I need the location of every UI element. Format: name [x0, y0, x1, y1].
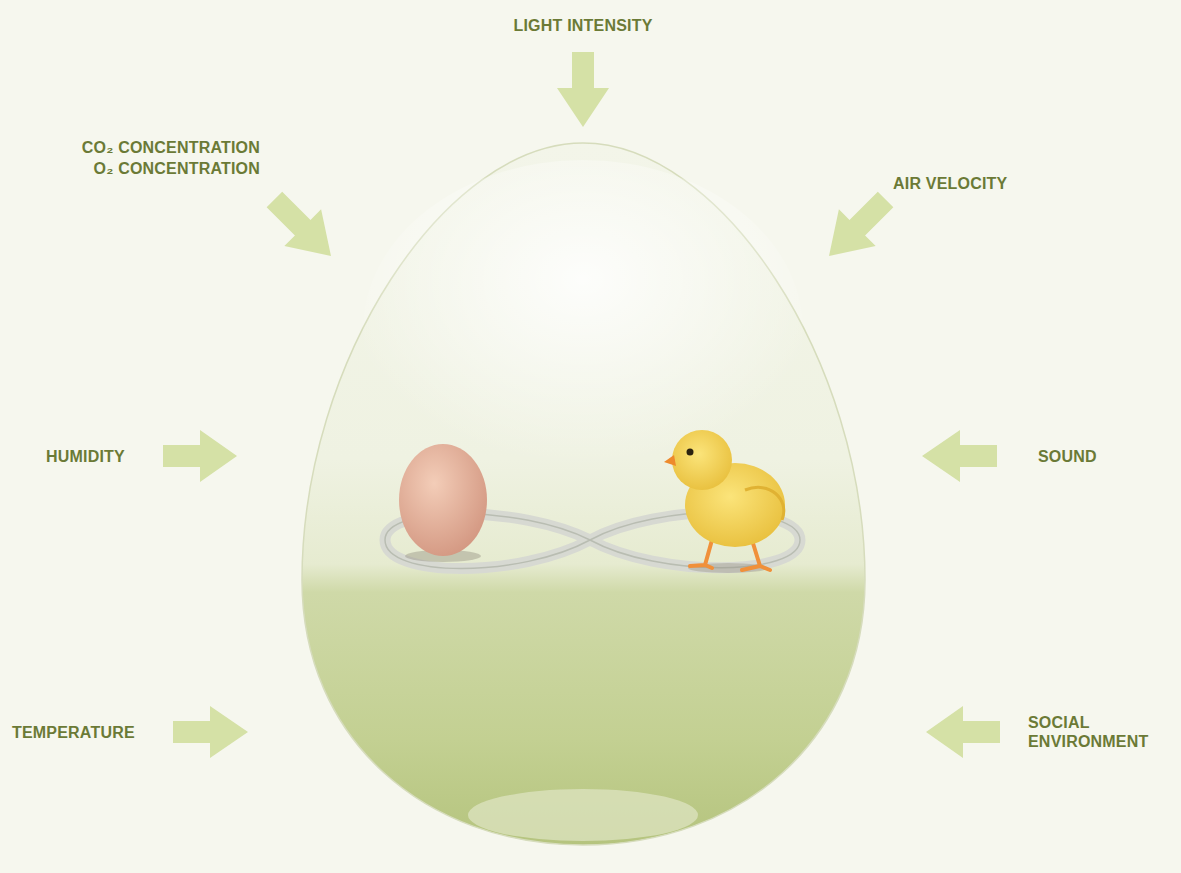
factor-label-holder: HUMIDITY: [46, 447, 125, 466]
factor-label-holder: O₂ CONCENTRATION: [94, 159, 260, 178]
factor-label: CO₂ CONCENTRATION: [82, 138, 260, 157]
brown-egg: [399, 444, 487, 556]
arrow: [811, 181, 904, 274]
factor-label-holder: SOUND: [1038, 447, 1097, 466]
factor-label-holder: LIGHT INTENSITY: [514, 16, 653, 35]
chick: [664, 430, 785, 573]
egg-base-reflection: [468, 789, 698, 841]
factor-label: SOUND: [1038, 447, 1097, 466]
factor-label-holder: SOCIAL ENVIRONMENT: [1028, 713, 1168, 751]
factor-label-holder: CO₂ CONCENTRATION: [82, 138, 260, 157]
factor-label-holder: TEMPERATURE: [12, 723, 135, 742]
factor-label: HUMIDITY: [46, 447, 125, 466]
factor-label: TEMPERATURE: [12, 723, 135, 742]
glass-egg: [302, 143, 865, 845]
factor-label: O₂ CONCENTRATION: [94, 159, 260, 178]
arrow: [163, 430, 237, 482]
factor-label: SOCIAL ENVIRONMENT: [1028, 713, 1168, 751]
arrow: [922, 430, 997, 482]
arrow: [256, 181, 349, 274]
arrow: [926, 706, 1000, 758]
arrow: [557, 52, 609, 127]
factor-label-holder: AIR VELOCITY: [893, 174, 1007, 193]
arrow: [173, 706, 248, 758]
factor-label: LIGHT INTENSITY: [514, 16, 653, 35]
factor-label: AIR VELOCITY: [893, 174, 1007, 193]
